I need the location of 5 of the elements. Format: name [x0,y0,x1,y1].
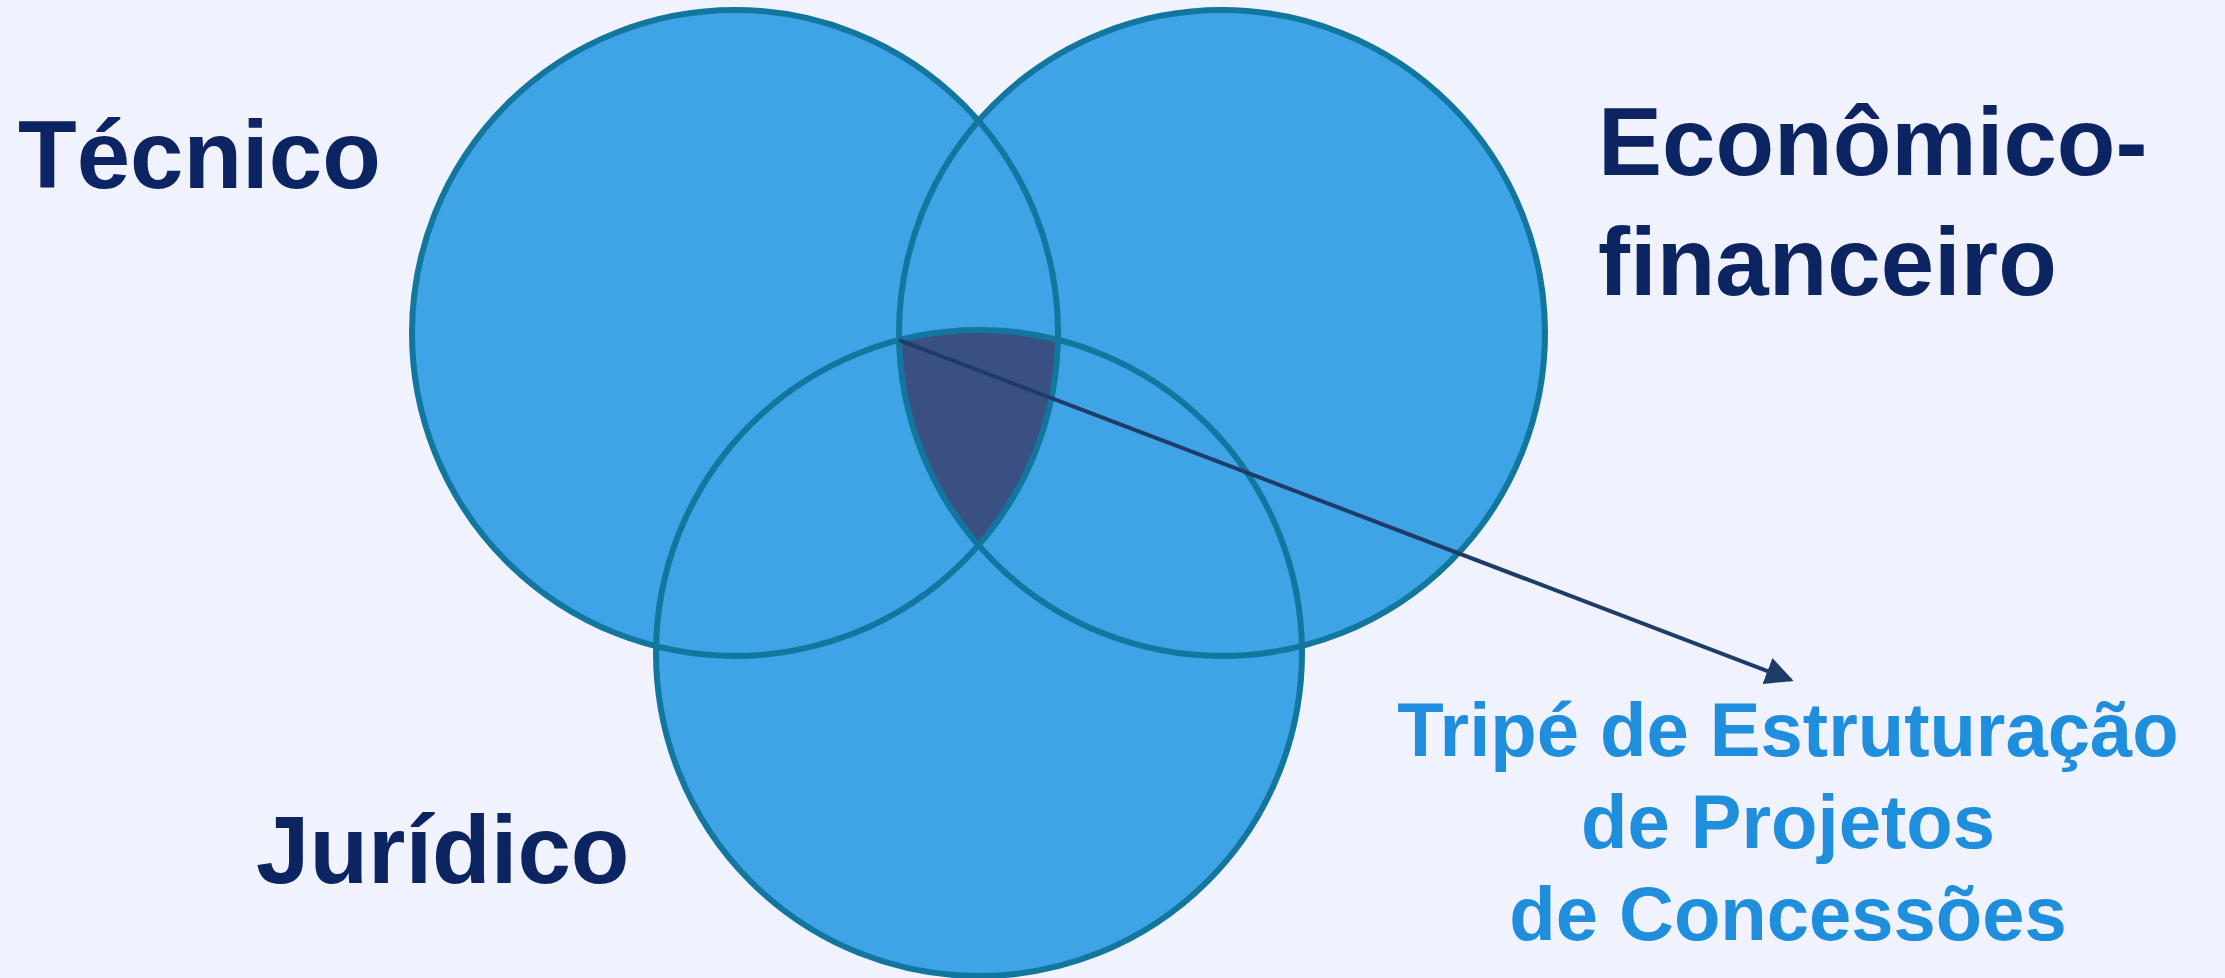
circle-label: Jurídico [256,795,630,905]
circle-label: Técnico [18,100,381,210]
circle-label: Econômico-financeiro [1598,87,2149,317]
leader-arrow [898,338,1794,685]
concept-label: Tripé de Estruturação de Projetos de Concessões [1378,684,2198,960]
